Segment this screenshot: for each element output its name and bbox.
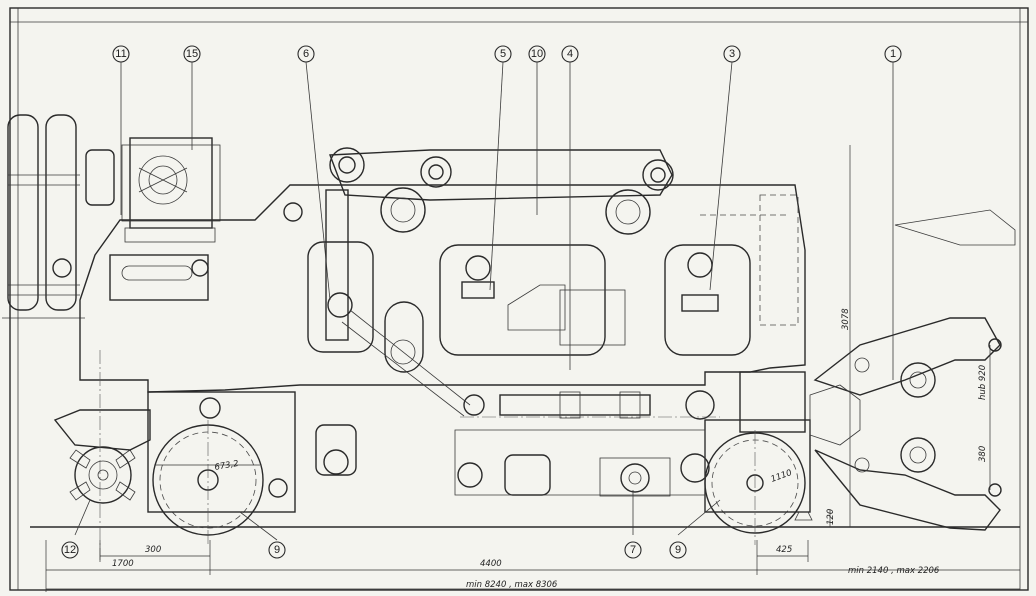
callout-3: 3 bbox=[723, 45, 741, 63]
dim-300: 300 bbox=[145, 545, 161, 555]
callout-11: 11 bbox=[112, 45, 130, 63]
callout-15: 15 bbox=[183, 45, 201, 63]
drive-gear bbox=[53, 409, 151, 504]
callout-9-left-label: 9 bbox=[274, 544, 280, 556]
lower-cylinder bbox=[463, 390, 715, 420]
callout-12-label: 12 bbox=[64, 544, 76, 556]
frame-windows bbox=[307, 241, 751, 373]
upper-right-housing bbox=[700, 194, 1016, 326]
dim-425: 425 bbox=[776, 545, 792, 555]
callout-3-label: 3 bbox=[729, 48, 735, 60]
top-linkage bbox=[329, 147, 674, 235]
callout-10: 10 bbox=[528, 45, 546, 63]
callout-4: 4 bbox=[561, 45, 579, 63]
callout-12: 12 bbox=[61, 541, 79, 559]
dim-1110: 1110 bbox=[770, 468, 794, 485]
link-arm bbox=[315, 189, 471, 476]
hydraulic-cylinders bbox=[2, 114, 115, 319]
dim-673: 673,2 bbox=[214, 459, 240, 473]
dim-1700: 1700 bbox=[112, 559, 134, 569]
callout-15-label: 15 bbox=[186, 48, 198, 60]
dim-380: 380 bbox=[978, 446, 988, 462]
callout-9-right-label: 9 bbox=[675, 544, 681, 556]
gripper-assembly bbox=[809, 317, 1002, 531]
callout-7-label: 7 bbox=[630, 544, 636, 556]
motor-housing bbox=[121, 137, 221, 243]
drawing-frame bbox=[9, 7, 1029, 591]
callout-6-label: 6 bbox=[303, 48, 309, 60]
callout-10-label: 10 bbox=[531, 48, 543, 60]
dim-120: 120 bbox=[826, 509, 836, 525]
main-frame bbox=[52, 184, 806, 393]
callout-5: 5 bbox=[494, 45, 512, 63]
callout-9-left: 9 bbox=[268, 541, 286, 559]
callout-1-label: 1 bbox=[890, 48, 896, 60]
callout-11-label: 11 bbox=[115, 48, 126, 60]
dim-min-max-8240: min 8240 , max 8306 bbox=[466, 580, 558, 590]
dim-4400: 4400 bbox=[480, 559, 502, 569]
dim-3078: 3078 bbox=[841, 308, 851, 330]
callout-1: 1 bbox=[884, 45, 902, 63]
lower-frame bbox=[454, 429, 710, 497]
callout-4-label: 4 bbox=[567, 48, 573, 60]
callout-7: 7 bbox=[624, 541, 642, 559]
dim-min-max-2140: min 2140 , max 2206 bbox=[848, 566, 940, 576]
callout-5-label: 5 bbox=[500, 48, 506, 60]
cylinder-assembly bbox=[461, 252, 719, 346]
dim-920: hub 920 bbox=[978, 365, 988, 400]
callout-6: 6 bbox=[297, 45, 315, 63]
dimension-lines bbox=[45, 145, 1020, 592]
leader-lines bbox=[74, 61, 894, 541]
callout-9-right: 9 bbox=[669, 541, 687, 559]
centre-lines bbox=[99, 350, 756, 560]
right-wheel bbox=[704, 371, 813, 534]
